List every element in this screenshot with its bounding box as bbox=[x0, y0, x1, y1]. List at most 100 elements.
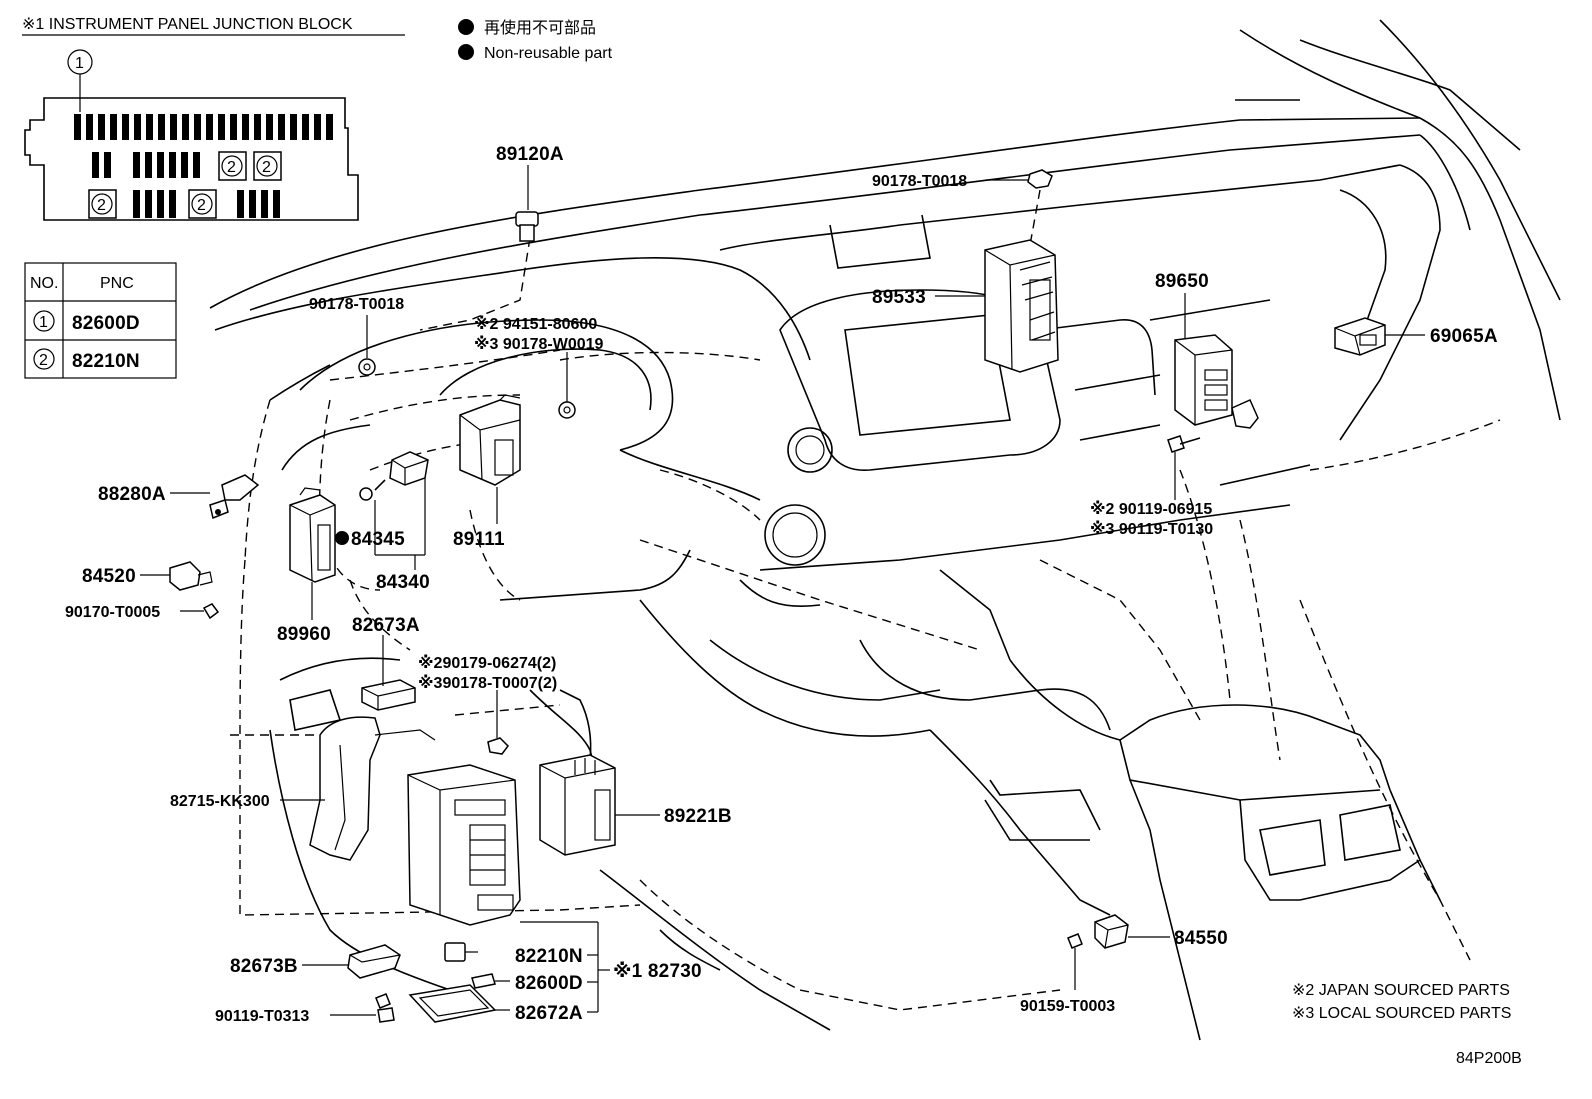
label-89120A: 89120A bbox=[496, 144, 564, 165]
fuse-slot bbox=[158, 114, 165, 140]
label-90159-T0003: 90159-T0003 bbox=[1020, 998, 1115, 1015]
fuse-slot bbox=[169, 152, 176, 178]
callout-2-d: 2 bbox=[197, 197, 206, 214]
pnc-row2-pnc: 82210N bbox=[72, 351, 140, 372]
hidden-outlines bbox=[230, 189, 1501, 1011]
legend-jp: 再使用不可部品 bbox=[484, 19, 596, 37]
label-90119-06915: ※2 90119-06915 bbox=[1090, 500, 1212, 518]
legend-en: Non-reusable part bbox=[484, 45, 613, 62]
pnc-row1-pnc: 82600D bbox=[72, 313, 140, 334]
label-82715-KK300: 82715-KK300 bbox=[170, 793, 270, 810]
fuse-slot bbox=[249, 190, 256, 218]
part-89650-drawing bbox=[1174, 334, 1259, 429]
part-89221B-drawing bbox=[539, 754, 616, 856]
label-82600D: 82600D bbox=[515, 973, 583, 994]
fuse-slot bbox=[314, 114, 321, 140]
fuse-slot bbox=[290, 114, 297, 140]
label-88280A: 88280A bbox=[98, 484, 166, 505]
fuse-slot bbox=[110, 114, 117, 140]
fuse-slot bbox=[266, 114, 273, 140]
label-84520: 84520 bbox=[82, 566, 136, 587]
fuse-slot bbox=[122, 114, 129, 140]
label-90119-T0130: ※3 90119-T0130 bbox=[1090, 520, 1213, 538]
part-90170-drawing bbox=[202, 603, 220, 620]
label-82210N: 82210N bbox=[515, 946, 583, 967]
part-84520-drawing bbox=[169, 561, 213, 591]
fuse-slot bbox=[134, 114, 141, 140]
fuse-slot bbox=[170, 114, 177, 140]
legend: 再使用不可部品 Non-reusable part bbox=[458, 19, 613, 62]
label-82673A: 82673A bbox=[352, 615, 420, 636]
fuse-slot bbox=[92, 152, 99, 178]
part-84550-drawing bbox=[1094, 914, 1129, 949]
junction-block-title: ※1 INSTRUMENT PANEL JUNCTION BLOCK bbox=[22, 16, 353, 33]
callout-2-a: 2 bbox=[227, 159, 236, 176]
fuse-slots bbox=[74, 114, 333, 218]
label-90178-W0019: ※3 90178-W0019 bbox=[474, 335, 604, 353]
part-89111-drawing bbox=[459, 394, 521, 486]
fuse-slot bbox=[194, 114, 201, 140]
fuse-slot bbox=[104, 152, 111, 178]
fuse-slot bbox=[146, 114, 153, 140]
fuse-slot bbox=[218, 114, 225, 140]
label-82730: ※1 82730 bbox=[613, 961, 702, 982]
part-labels: 89120A 90178-T0018 89533 89650 69065A 90… bbox=[65, 144, 1498, 1025]
pnc-col-pnc: PNC bbox=[100, 275, 134, 292]
non-reusable-bullet-icon bbox=[458, 19, 474, 35]
part-nut-left-drawing bbox=[358, 358, 376, 376]
label-82673B: 82673B bbox=[230, 956, 298, 977]
note-local-sourced: ※3 LOCAL SOURCED PARTS bbox=[1292, 1005, 1511, 1022]
fuse-slot bbox=[193, 152, 200, 178]
label-84340: 84340 bbox=[376, 572, 430, 593]
note-japan-sourced: ※2 JAPAN SOURCED PARTS bbox=[1292, 982, 1510, 999]
junction-block-inset: ※1 INSTRUMENT PANEL JUNCTION BLOCK 1 2 2… bbox=[22, 16, 405, 221]
fuse-slot bbox=[273, 190, 280, 218]
part-82673A-drawing bbox=[361, 679, 416, 711]
fuse-slot bbox=[145, 190, 152, 218]
label-89650: 89650 bbox=[1155, 271, 1209, 292]
fuse-slot bbox=[86, 114, 93, 140]
label-69065A: 69065A bbox=[1430, 326, 1498, 347]
label-90119-T0313: 90119-T0313 bbox=[215, 1008, 309, 1025]
part-bolt-90119-T0313-drawing bbox=[375, 993, 395, 1023]
pnc-col-no: NO. bbox=[30, 275, 58, 292]
non-reusable-84345-icon bbox=[335, 531, 349, 545]
part-84345-drawing bbox=[359, 451, 429, 501]
diagram-code: 84P200B bbox=[1456, 1050, 1522, 1067]
fuse-slot bbox=[237, 190, 244, 218]
fuse-slot bbox=[133, 152, 140, 178]
part-89120A-drawing bbox=[515, 211, 539, 242]
part-bolt-90159-drawing bbox=[1067, 933, 1083, 949]
part-88280A-drawing bbox=[209, 474, 260, 520]
leader-lines bbox=[140, 165, 1425, 1016]
callout-2-b: 2 bbox=[262, 159, 271, 176]
label-90170-T0005: 90170-T0005 bbox=[65, 604, 160, 621]
part-82673B-drawing bbox=[347, 944, 401, 979]
fuse-slot bbox=[157, 152, 164, 178]
part-nut-94151-drawing bbox=[558, 401, 576, 419]
fuse-slot bbox=[302, 114, 309, 140]
fuse-slot bbox=[145, 152, 152, 178]
fuse-slot bbox=[278, 114, 285, 140]
label-89111: 89111 bbox=[453, 529, 505, 550]
fuse-slot bbox=[181, 152, 188, 178]
callout-2-boxes: 2 2 2 2 bbox=[88, 151, 282, 219]
label-82672A: 82672A bbox=[515, 1003, 583, 1024]
fuse-slot bbox=[326, 114, 333, 140]
dashboard-outline bbox=[209, 19, 1561, 1041]
part-82672A-drawing bbox=[408, 984, 497, 1023]
pnc-row1-no: 1 bbox=[39, 314, 48, 331]
part-82715-drawing bbox=[309, 716, 436, 861]
fuse-slot bbox=[169, 190, 176, 218]
part-junction-block-drawing bbox=[407, 764, 521, 926]
fuse-slot bbox=[206, 114, 213, 140]
label-89960: 89960 bbox=[277, 624, 331, 645]
callout-1-text: 1 bbox=[75, 55, 84, 72]
pnc-row2-no: 2 bbox=[39, 352, 48, 369]
label-90178-T0018-top: 90178-T0018 bbox=[872, 173, 967, 190]
label-89533: 89533 bbox=[872, 287, 926, 308]
part-69065A-drawing bbox=[1334, 317, 1386, 356]
part-nut-top-drawing bbox=[1027, 169, 1053, 189]
label-90179-06274: ※290179-06274(2) bbox=[418, 654, 556, 672]
